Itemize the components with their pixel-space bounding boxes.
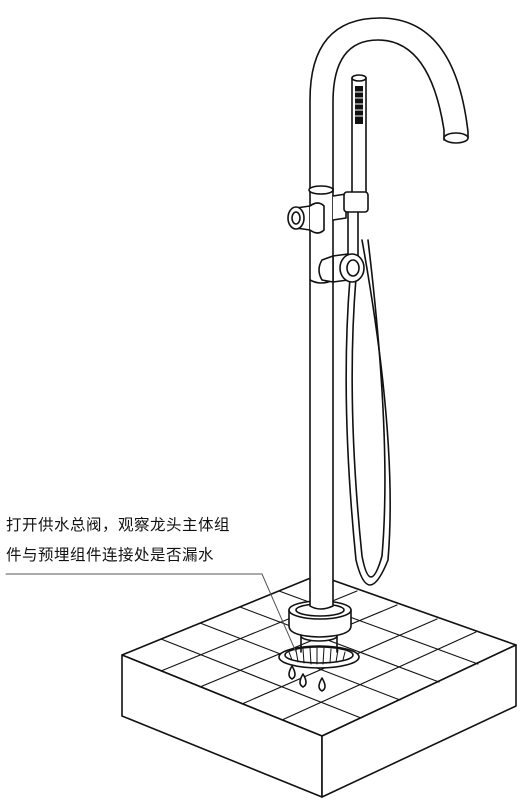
hand-shower bbox=[333, 75, 368, 279]
callout-leader-line bbox=[6, 574, 296, 652]
shower-hose bbox=[346, 240, 390, 585]
callout-text-line-1: 打开供水总阀，观察龙头主体组 bbox=[6, 516, 231, 534]
faucet-column bbox=[309, 18, 468, 609]
callout-text-line-2: 件与预埋组件连接处是否漏水 bbox=[6, 546, 215, 564]
water-drop-icons bbox=[289, 666, 325, 691]
mixer-knob bbox=[319, 254, 364, 282]
diverter-knob bbox=[288, 203, 324, 233]
